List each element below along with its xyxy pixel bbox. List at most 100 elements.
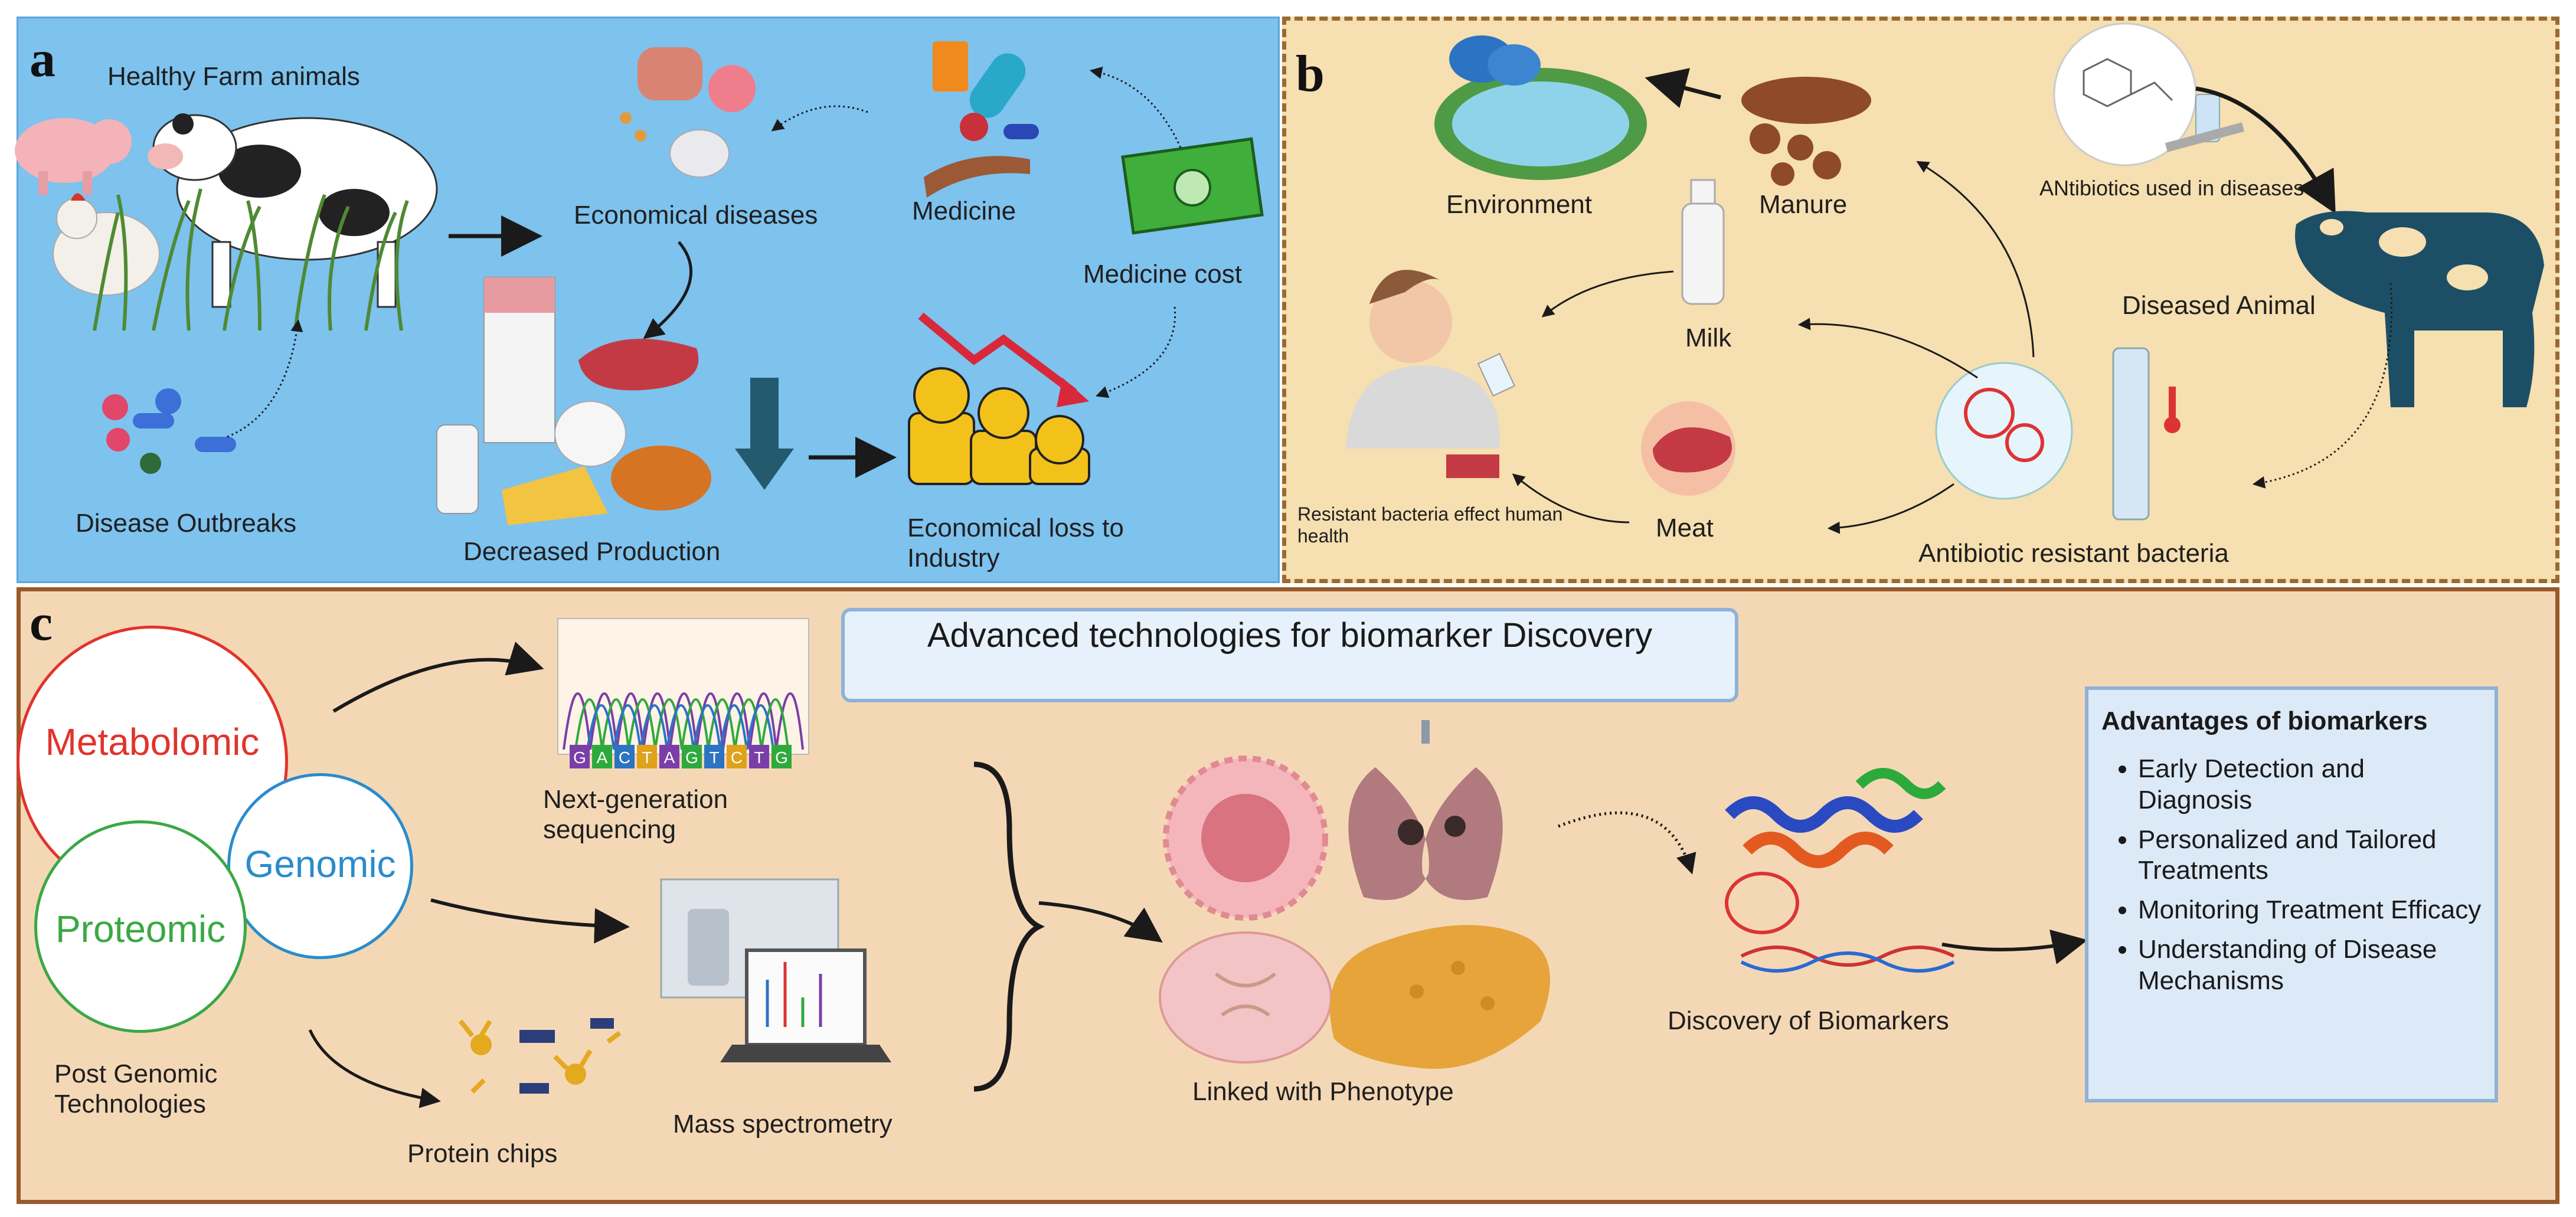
meat-icon — [1641, 401, 1735, 496]
money-icon — [1121, 137, 1264, 235]
advantage-item: Monitoring Treatment Efficacy — [2138, 895, 2482, 926]
label-antibiotic-resistant-bacteria: Antibiotic resistant bacteria — [1918, 539, 2229, 568]
label-proteomic: Proteomic — [55, 908, 226, 950]
brace-icon — [973, 761, 1045, 1092]
pig-icon — [15, 118, 132, 195]
label-economical-loss: Economical loss to Industry — [907, 513, 1124, 572]
dna-base-letter: T — [642, 748, 652, 767]
label-post-genomic: Post Genomic Technologies — [54, 1059, 218, 1118]
label-medicine: Medicine — [912, 197, 1016, 225]
phenotype-organs-icon — [1159, 720, 1550, 1069]
arrow-meat-to-human — [1512, 473, 1630, 524]
arrow-bacteria-to-manure — [1916, 161, 2035, 358]
label-disease-outbreaks: Disease Outbreaks — [76, 509, 297, 538]
label-economical-diseases: Economical diseases — [574, 201, 818, 230]
label-decreased-production: Decreased Production — [463, 537, 721, 566]
arrow-bacteria-to-meat — [1827, 483, 1954, 534]
protein-structure-icon — [1725, 768, 1955, 973]
label-antibiotics-used: ANtibiotics used in diseases — [2039, 176, 2304, 200]
label-discovery-biomarkers: Discovery of Biomarkers — [1668, 1006, 1949, 1035]
dna-base-tile — [749, 745, 769, 768]
advantage-item: Personalized and Tailored Treatments — [2138, 825, 2482, 887]
antibiotics-icon — [2053, 22, 2245, 166]
dna-base-tile — [614, 745, 635, 768]
dna-base-tile — [727, 745, 747, 768]
arrow-cost-to-loss — [1096, 306, 1176, 398]
arrow-medicine-to-diseases — [771, 105, 868, 132]
decrease-arrow-icon — [735, 449, 794, 490]
manure-icon — [1741, 77, 1871, 186]
proteomic-circle: Proteomic — [34, 820, 247, 1033]
dna-base-letter: G — [573, 748, 586, 767]
dna-base-tile — [704, 745, 724, 768]
dna-base-letter: C — [619, 748, 630, 767]
dna-base-letter: T — [754, 748, 764, 767]
dna-base-letter: T — [709, 748, 719, 767]
dna-base-tile — [682, 745, 702, 768]
arrow-milk-to-human — [1541, 270, 1674, 318]
diseased-cow-icon — [2295, 211, 2544, 407]
organs-icon — [620, 47, 756, 178]
label-environment: Environment — [1446, 190, 1593, 219]
label-resistant-bacteria-effect: Resistant bacteria effect human health — [1297, 503, 1563, 547]
label-milk: Milk — [1685, 323, 1732, 352]
chromatogram-icon — [557, 618, 809, 755]
arrow-tech-to-phenotype — [1038, 901, 1163, 943]
arrow-cost-to-medicine — [1089, 67, 1182, 148]
arrow-omics-to-mass-spec — [430, 898, 630, 944]
arrow-outbreak-to-animals — [227, 319, 303, 438]
label-ngs: Next-generation sequencing — [543, 785, 728, 844]
grass-icon — [93, 188, 409, 331]
label-meat: Meat — [1656, 513, 1714, 542]
boy-drinking-icon — [1346, 270, 1516, 478]
dna-base-letter: A — [664, 748, 675, 767]
dna-base-tile — [592, 745, 612, 768]
label-diseased-animal: Diseased Animal — [2122, 291, 2316, 320]
dna-base-tile — [659, 745, 679, 768]
resistant-bacteria-icon — [1935, 347, 2181, 521]
dna-base-tile — [570, 745, 590, 768]
advantages-title: Advantages of biomarkers — [2101, 706, 2428, 735]
arrow-omics-to-protein-chips — [308, 1029, 441, 1108]
dna-base-letter: G — [775, 748, 788, 767]
label-manure: Manure — [1759, 190, 1848, 219]
mass-spectrometer-icon — [660, 878, 891, 1062]
panel-label-c: c — [30, 594, 53, 652]
arrow-antibiotics-to-animal — [2195, 86, 2336, 214]
environment-lake-icon — [1434, 35, 1647, 180]
arrow-discovery-to-advantages — [1941, 929, 2088, 964]
cow-icon — [148, 113, 438, 308]
label-protein-chips: Protein chips — [407, 1139, 558, 1168]
advantage-item: Early Detection and Diagnosis — [2138, 754, 2482, 816]
hen-icon — [53, 193, 160, 296]
arrow-bacteria-to-milk — [1797, 318, 1978, 379]
economic-loss-icon — [908, 312, 1090, 485]
milk-bottle-icon — [1681, 179, 1725, 305]
dna-base-tile — [772, 745, 792, 768]
arrow-diseases-to-production — [643, 241, 693, 339]
genomic-circle: Genomic — [227, 773, 413, 959]
medicine-icon — [924, 41, 1039, 198]
protein-chips-icon — [458, 1018, 622, 1094]
panel-label-b: b — [1296, 45, 1325, 103]
advantages-list: Early Detection and Diagnosis Personaliz… — [2101, 754, 2482, 997]
label-mass-spectrometry: Mass spectrometry — [673, 1110, 893, 1139]
advantages-box: Advantages of biomarkers Early Detection… — [2085, 686, 2498, 1103]
label-metabolomic: Metabolomic — [45, 721, 260, 763]
arrow-omics-to-ngs — [332, 642, 544, 713]
label-linked-phenotype: Linked with Phenotype — [1192, 1077, 1454, 1106]
dna-base-letter: C — [731, 748, 743, 767]
label-genomic: Genomic — [244, 843, 396, 885]
food-icon — [436, 277, 711, 525]
bacteria-icon — [102, 388, 236, 474]
panel-label-a: a — [30, 31, 55, 88]
banner-title: Advanced technologies for biomarker Disc… — [841, 608, 1738, 702]
arrow-manure-to-environment — [1645, 68, 1721, 109]
label-medicine-cost: Medicine cost — [1083, 260, 1243, 289]
label-healthy-farm-animals: Healthy Farm animals — [107, 62, 360, 91]
dna-base-letter: A — [597, 748, 608, 767]
arrow-phenotype-to-discovery — [1558, 811, 1696, 875]
